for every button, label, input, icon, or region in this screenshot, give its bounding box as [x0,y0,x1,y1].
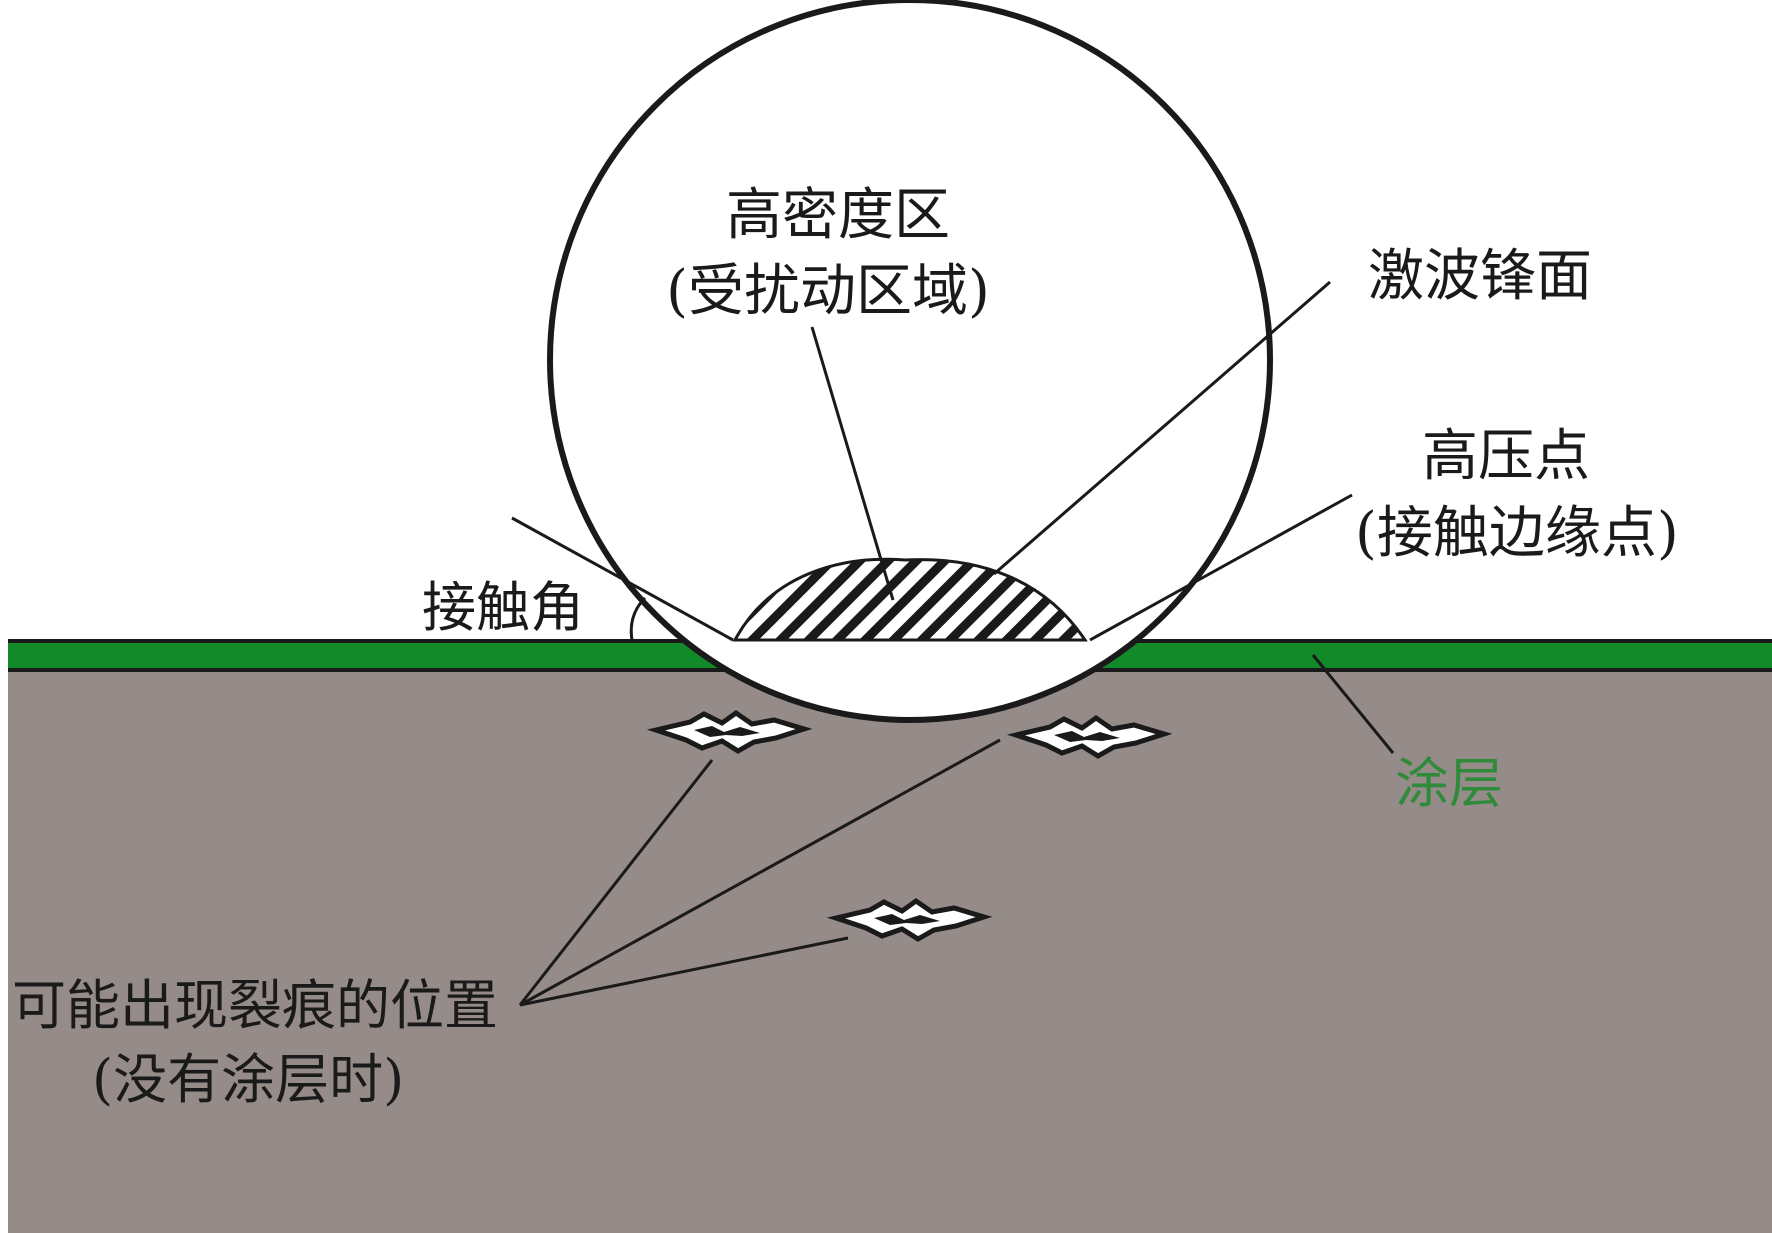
crack-marker-1 [646,709,813,754]
crack-leader-2 [519,738,1001,1007]
contact-tangent-right [1089,493,1353,642]
crack-marker-2 [1006,714,1173,759]
high-density-label-line2: (受扰动区域) [666,259,990,324]
shock-front-label: 激波锋面 [1368,244,1592,309]
crack-leader-1 [518,759,714,1006]
substrate [8,666,1772,1233]
crack-leader-3 [519,936,849,1007]
high-pressure-label-line2: (接触边缘点) [1355,501,1679,566]
contact-tangent-left [511,516,734,642]
contact-angle-arc [629,596,647,641]
high-density-region [732,557,1088,642]
crack-label-line2: (没有涂层时) [92,1048,404,1111]
coating-leader [1311,654,1395,754]
high-density-leader [810,326,895,601]
high-density-label-line1: 高密度区 [726,183,950,248]
contact-angle-label: 接触角 [422,576,584,639]
high-pressure-label-line1: 高压点 [1422,424,1590,489]
shock-front-leader [993,280,1331,576]
crack-label-line1: 可能出现裂痕的位置 [12,974,498,1037]
crack-marker-3 [826,897,993,942]
coating-label: 涂层 [1395,752,1503,815]
droplet [547,0,1273,723]
